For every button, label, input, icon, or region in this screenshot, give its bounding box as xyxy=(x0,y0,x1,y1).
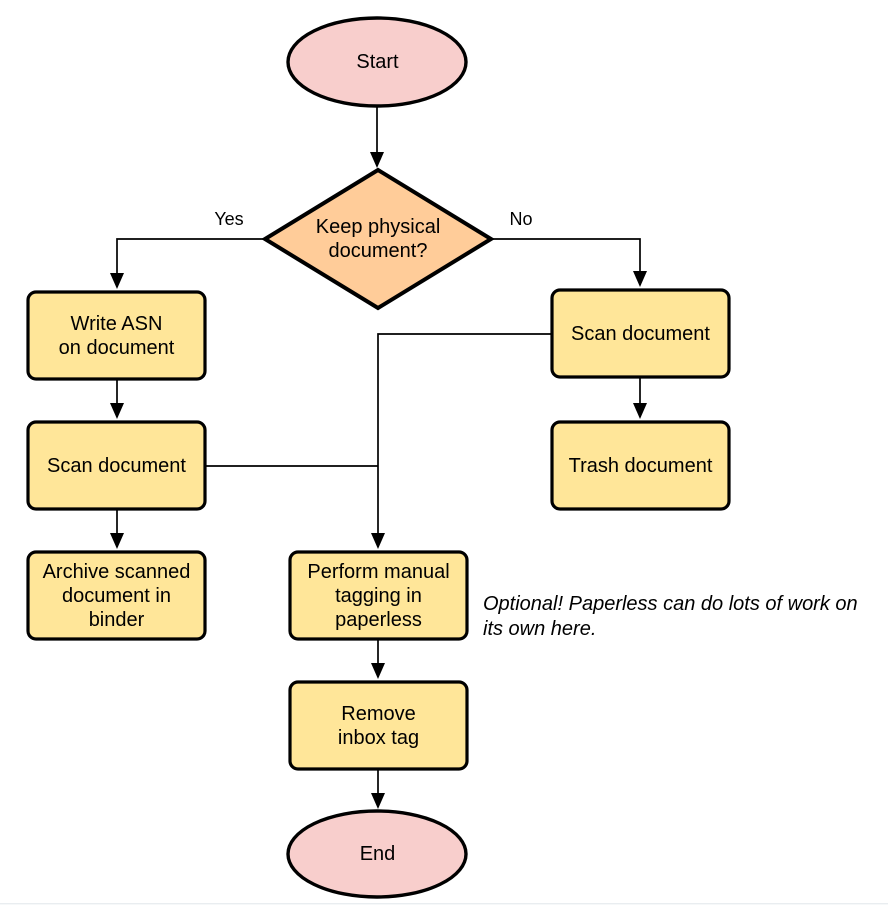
end-node-shape xyxy=(286,809,468,899)
edge-decision-yes-to-write-asn xyxy=(110,238,265,289)
trash-node-shape xyxy=(550,420,731,511)
no-edge-label: No xyxy=(509,209,533,229)
bottom-rule xyxy=(0,903,888,905)
scan-right-node-shape xyxy=(550,288,731,379)
tagging-node-shape xyxy=(288,550,469,641)
edge-decision-no-to-scan-right xyxy=(491,238,647,287)
yes-edge-label: Yes xyxy=(214,209,244,229)
write-asn-node-shape xyxy=(26,290,207,381)
decision-node-shape xyxy=(261,167,495,311)
start-node-shape xyxy=(286,16,468,108)
remove-inbox-node-shape xyxy=(288,680,469,771)
scan-left-node-shape xyxy=(26,420,207,511)
annotation-note: Optional! Paperless can do lots of work … xyxy=(483,593,858,640)
edge-scan-right-to-tagging xyxy=(371,333,552,549)
archive-node-shape xyxy=(26,550,207,641)
